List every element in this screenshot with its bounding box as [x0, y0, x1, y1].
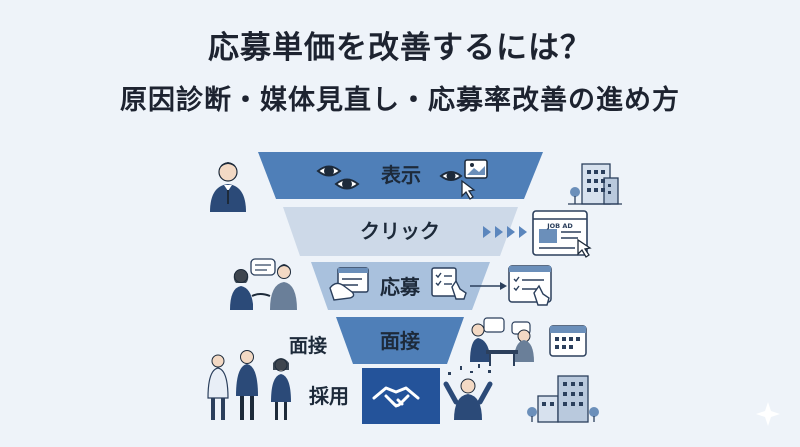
cursor-icon — [577, 238, 592, 258]
funnel-stage-interviews — [336, 317, 464, 364]
stage-label-hires: 採用 — [309, 384, 349, 408]
calendar-icon — [549, 325, 587, 357]
sparkle-icon — [756, 402, 780, 426]
page-title-line-2: 原因診断・媒体見直し・応募率改善の進め方 — [120, 85, 680, 116]
job-ad-label: JOB AD — [546, 222, 573, 230]
funnel-stage-clicks — [283, 207, 518, 256]
stage-label-clicks: クリック — [360, 219, 440, 243]
handshake-people-icon — [230, 258, 297, 310]
image-card-icon — [464, 159, 488, 179]
hand-icon — [329, 282, 355, 301]
job-ad-window-icon — [532, 210, 588, 256]
interview-side-label: 面接 — [289, 335, 328, 357]
pointer-hand-icon — [451, 279, 467, 300]
eye-icon — [439, 171, 463, 181]
arrow-right-icon — [470, 282, 507, 290]
eye-icon — [334, 178, 360, 190]
checklist-icon — [431, 267, 457, 297]
page-title-line-1: 応募単価を改善するには？ — [208, 30, 592, 66]
eye-icon — [316, 165, 342, 177]
businessman-icon — [210, 162, 246, 212]
stage-label-interviews: 面接 — [380, 329, 420, 353]
office-building-icon — [568, 163, 622, 205]
team-members-icon — [207, 350, 291, 420]
cursor-icon — [461, 179, 476, 200]
stage-label-impressions: 表示 — [381, 163, 421, 187]
handshake-icon — [372, 386, 420, 408]
forward-arrows-icon — [483, 226, 527, 238]
pointer-hand-icon — [533, 284, 550, 306]
celebrating-person-icon — [443, 364, 493, 420]
funnel-stage-hires — [362, 368, 440, 424]
application-form-icon — [337, 267, 369, 293]
company-buildings-icon — [527, 375, 599, 423]
interview-scene-icon — [470, 317, 534, 366]
stage-label-applications: 応募 — [380, 275, 420, 299]
